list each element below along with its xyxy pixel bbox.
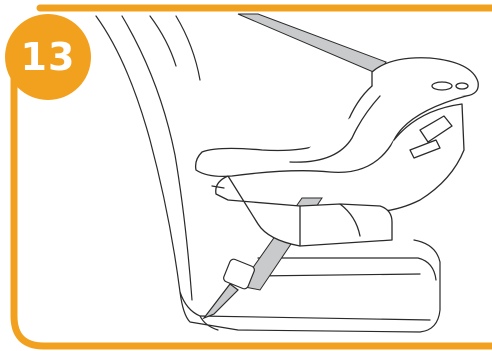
step-number: 13 — [21, 38, 76, 76]
step-badge: 13 — [5, 14, 91, 100]
child-car-seat — [196, 58, 479, 246]
